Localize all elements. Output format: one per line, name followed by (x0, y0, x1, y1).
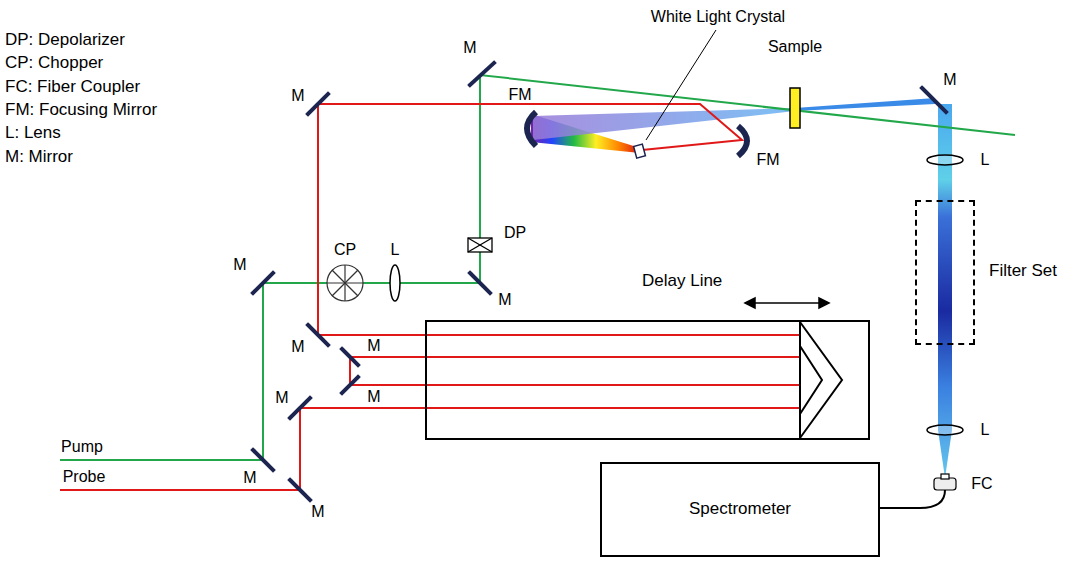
retroreflector (799, 322, 801, 438)
component-label: DP (504, 224, 526, 242)
probe-after-sample (795, 98, 935, 111)
mirror (253, 450, 273, 470)
travel-arrow (819, 298, 829, 308)
component-label: M (367, 337, 380, 355)
optical-fiber (880, 490, 945, 508)
beam-label: Pump (61, 438, 103, 456)
key-entry: L: Lens (5, 124, 61, 143)
mirror (470, 273, 490, 293)
depolarizer (468, 238, 492, 252)
mirror (308, 325, 328, 345)
leader-line (646, 30, 716, 140)
component-label: M (367, 388, 380, 406)
box-heading: Delay Line (642, 272, 722, 291)
retroreflector (800, 322, 842, 438)
filter-set-box: Filter Set (915, 200, 975, 345)
sample (790, 88, 800, 128)
key-entry: CP: Chopper (5, 54, 103, 73)
mirror (253, 273, 273, 293)
mirror (922, 88, 946, 112)
retroreflector (800, 322, 842, 438)
white-light-to-sample (533, 108, 795, 140)
probe-beam (60, 104, 800, 490)
lens (927, 155, 963, 165)
component-label: M (291, 338, 304, 356)
fiber-coupler (934, 478, 956, 490)
mirror (342, 349, 358, 365)
mirror (308, 94, 328, 114)
component-label: L (981, 421, 990, 439)
pump-beam (60, 75, 1015, 460)
component-label: Sample (768, 38, 822, 56)
chopper (332, 270, 358, 296)
component-label: M (463, 39, 476, 57)
mirror (290, 480, 310, 500)
component-label: L (391, 241, 400, 259)
component-label: FM (756, 151, 779, 169)
component-label: M (243, 469, 256, 487)
component-label: L (981, 151, 990, 169)
box-heading: Filter Set (989, 262, 1057, 281)
mirror (290, 398, 310, 418)
focusing-mirror (527, 112, 536, 146)
mirror (342, 377, 358, 393)
chopper (327, 265, 363, 301)
retroreflector (800, 346, 822, 414)
travel-arrow (752, 302, 822, 304)
component-label: White Light Crystal (651, 8, 785, 26)
component-label: FC (971, 475, 992, 493)
spectrometer-box: Spectrometer (600, 462, 880, 557)
travel-arrow (745, 298, 755, 308)
delay-line-box: Delay Line (425, 320, 870, 440)
chopper (332, 270, 358, 296)
key-entry: FM: Focusing Mirror (5, 101, 157, 120)
fiber-coupler (941, 474, 949, 479)
component-label: M (233, 256, 246, 274)
focusing-mirror (738, 126, 747, 156)
travel-arrow (745, 298, 829, 308)
lens (927, 425, 963, 435)
depolarizer (468, 238, 492, 252)
component-label: M (498, 291, 511, 309)
component-label: FM (508, 86, 531, 104)
key-entry: FC: Fiber Coupler (5, 78, 140, 97)
beam-label: Probe (63, 468, 106, 486)
chopper (327, 265, 363, 301)
lens (390, 265, 400, 301)
component-label: CP (334, 241, 356, 259)
box-label: Spectrometer (689, 500, 791, 519)
component-label: M (311, 503, 324, 521)
component-label: M (275, 389, 288, 407)
mirrors (253, 63, 946, 500)
depolarizer (468, 238, 492, 252)
depolarizer (468, 238, 492, 252)
white-light-crystal (634, 144, 646, 158)
component-label: M (943, 71, 956, 89)
fiber-coupler (934, 474, 956, 490)
component-label: M (291, 87, 304, 105)
mirror (470, 63, 494, 85)
key-entry: DP: Depolarizer (5, 31, 125, 50)
key-entry: M: Mirror (5, 148, 73, 167)
